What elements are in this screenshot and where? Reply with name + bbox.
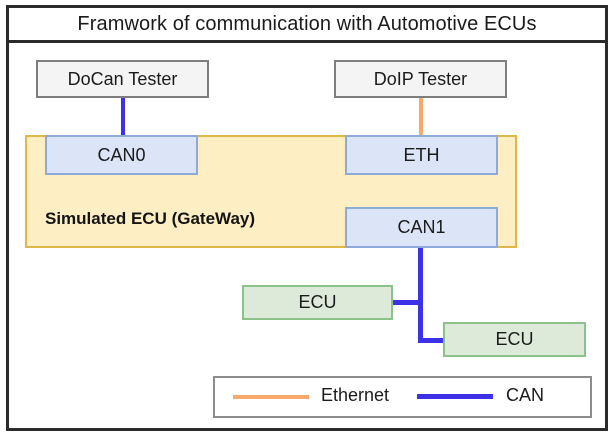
link-can-branch-ecu-1 [391,300,421,305]
title-bar: Framwork of communication with Automotiv… [6,5,608,43]
node-eth[interactable]: ETH [345,135,498,175]
link-docan-tester-to-can0 [121,98,125,138]
node-docan-tester[interactable]: DoCan Tester [36,60,209,98]
link-doip-tester-to-eth [419,98,423,138]
link-can-branch-ecu-2 [418,338,446,343]
node-docan-tester-label: DoCan Tester [67,68,178,89]
legend-can-line-icon [417,394,493,399]
page-title: Framwork of communication with Automotiv… [77,12,537,35]
gateway-label: Simulated ECU (GateWay) [45,209,256,228]
legend-ethernet-label: Ethernet [321,385,390,405]
node-can0[interactable]: CAN0 [45,135,198,175]
node-can1-label: CAN1 [397,217,446,237]
node-ecu-1[interactable]: ECU [242,285,393,320]
node-can0-label: CAN0 [97,144,146,165]
link-can1-bus-trunk [418,246,423,343]
node-can1[interactable]: CAN1 [345,207,498,248]
node-ecu-1-label: ECU [298,292,337,312]
node-ecu-2[interactable]: ECU [443,322,586,357]
legend-ethernet-line-icon [233,395,309,399]
node-doip-tester-label: DoIP Tester [373,68,468,89]
node-ecu-2-label: ECU [495,329,534,349]
node-eth-label: ETH [403,144,440,165]
node-doip-tester[interactable]: DoIP Tester [334,60,507,98]
legend-can-label: CAN [506,385,545,405]
